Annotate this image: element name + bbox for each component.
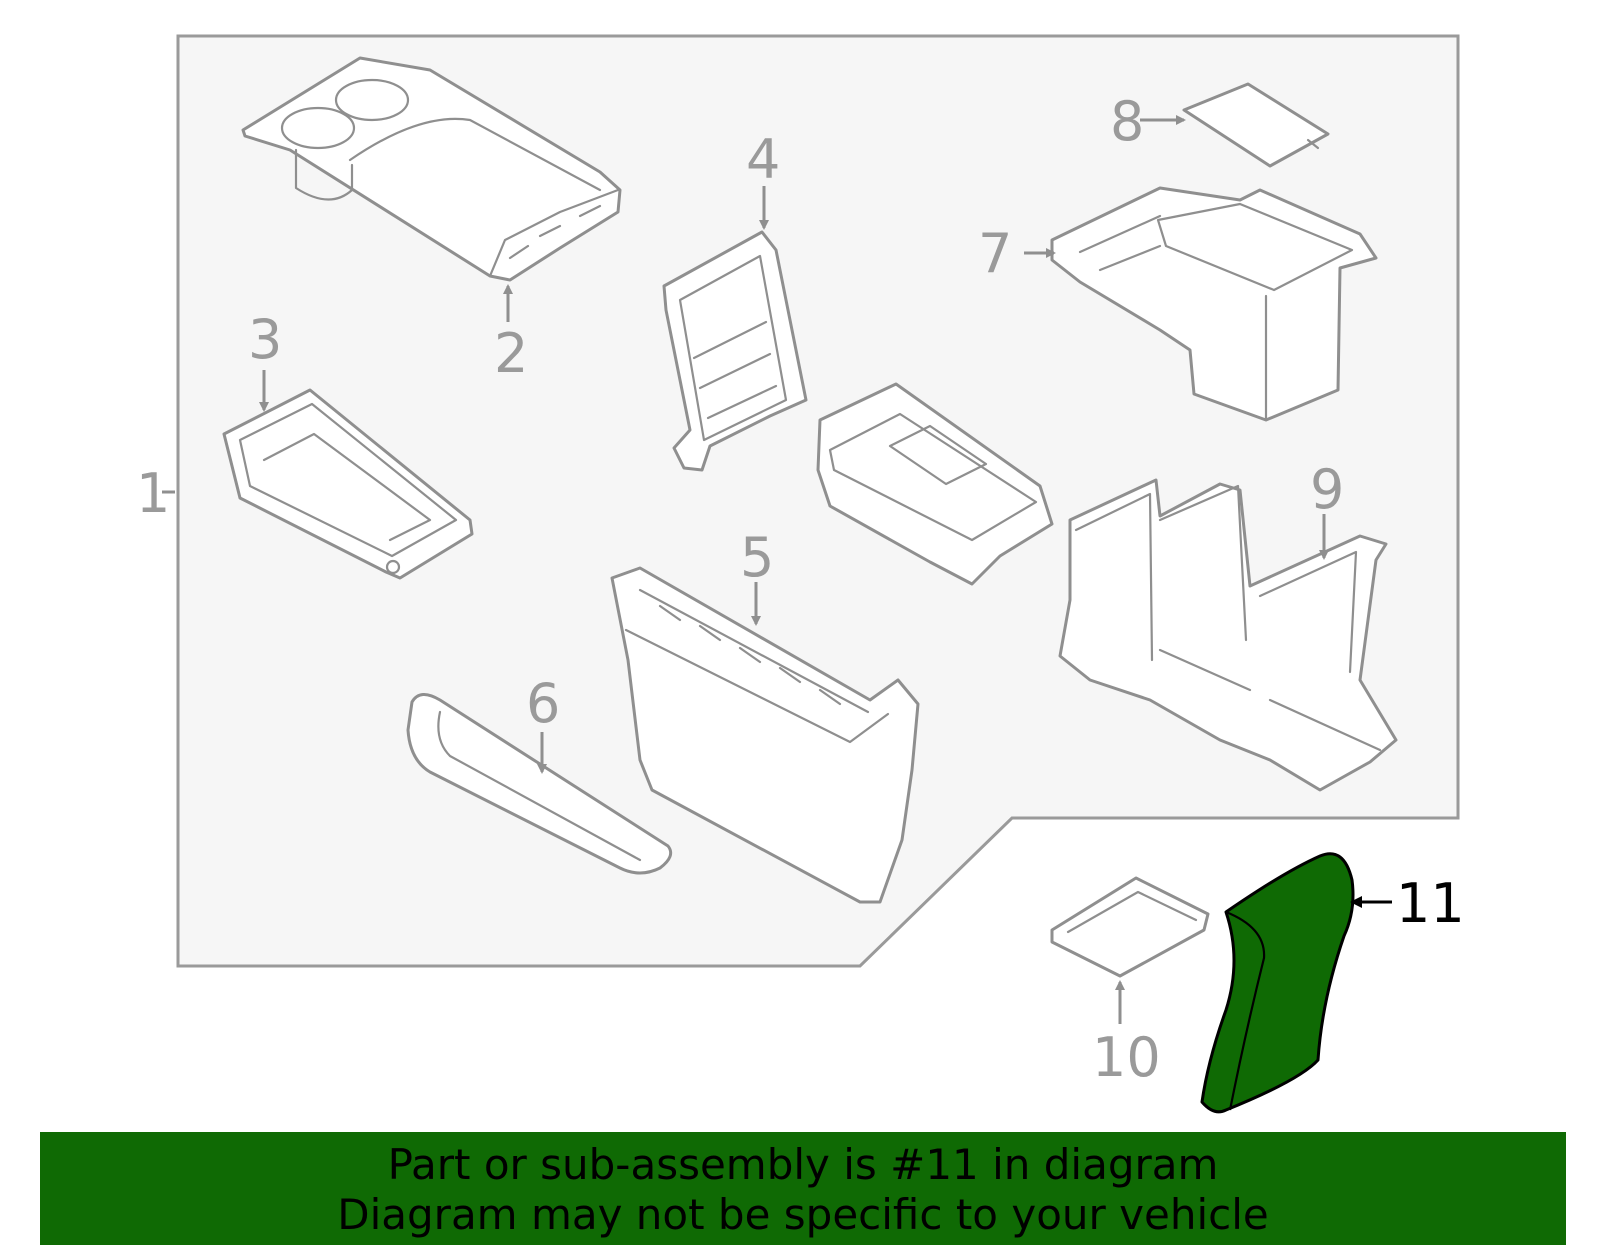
callout-8: 8 (1110, 90, 1144, 153)
part-2-armrest-top[interactable] (241, 56, 622, 282)
banner-line-1: Part or sub-assembly is #11 in diagram (387, 1140, 1219, 1189)
part-6-trim-strip[interactable] (406, 693, 673, 875)
callout-11: 11 (1396, 872, 1465, 935)
callout-10: 10 (1092, 1026, 1161, 1089)
part-3-tray[interactable] (222, 388, 474, 580)
callout-4: 4 (746, 128, 780, 191)
banner-line-2: Diagram may not be specific to your vehi… (337, 1190, 1269, 1239)
leader-lines (162, 115, 1392, 1024)
callout-3: 3 (248, 308, 282, 371)
info-banner: Part or sub-assembly is #11 in diagram D… (40, 1132, 1566, 1245)
callout-1: 1 (136, 462, 170, 525)
part-4-bracket[interactable] (662, 230, 808, 472)
part-11-side-cover[interactable] (1200, 852, 1355, 1114)
callout-9: 9 (1310, 458, 1344, 521)
part-8-lid[interactable] (1182, 82, 1330, 168)
callout-7: 7 (978, 222, 1012, 285)
callout-5: 5 (740, 526, 774, 589)
part-10-pad[interactable] (1050, 876, 1210, 978)
part-5-front-panel[interactable] (610, 566, 920, 904)
part-9-frame[interactable] (1058, 478, 1398, 792)
callout-6: 6 (526, 672, 560, 735)
part-7-storage-bin[interactable] (1050, 186, 1378, 422)
callout-2: 2 (494, 322, 528, 385)
part-module-middle[interactable] (816, 382, 1054, 586)
